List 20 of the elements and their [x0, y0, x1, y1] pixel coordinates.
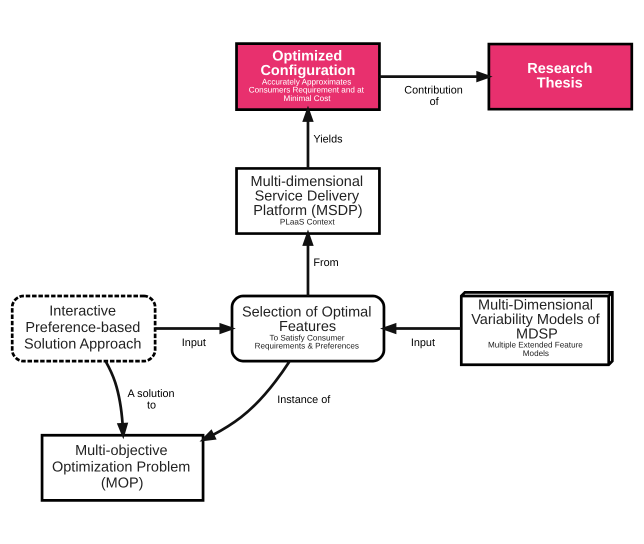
edge-label: Input — [410, 336, 435, 349]
edge-label: Instance of — [277, 394, 330, 406]
arrow — [200, 360, 291, 442]
node-box: Interactive Preference-based Solution Approach — [10, 294, 156, 362]
node-box: Research Thesis — [488, 42, 634, 111]
edge-label: Contribution of — [404, 84, 463, 108]
edge-label: Yields — [313, 133, 343, 146]
node-box: Optimized Configuration Accurately Approximates Consumers Requirement and at Minimal Cost — [235, 42, 381, 111]
arrow — [380, 322, 461, 334]
node-box: Multi-dimensional Service Delivery Platform (MSDP) PLaaS Context — [235, 167, 381, 235]
node-box: Selection of Optimal Features To Satisfy Consumer Requirements & Preferences — [230, 294, 386, 362]
arrow — [302, 106, 314, 168]
arrow — [104, 360, 128, 440]
arrow — [302, 230, 314, 296]
edge-label: Input — [182, 336, 206, 349]
edge-label: From — [313, 257, 339, 270]
arrow — [155, 322, 236, 334]
node-box: Multi-objective Optimization Problem (MOP) — [40, 434, 204, 502]
arrow — [380, 70, 493, 82]
edge-label: A solution to — [128, 388, 175, 412]
